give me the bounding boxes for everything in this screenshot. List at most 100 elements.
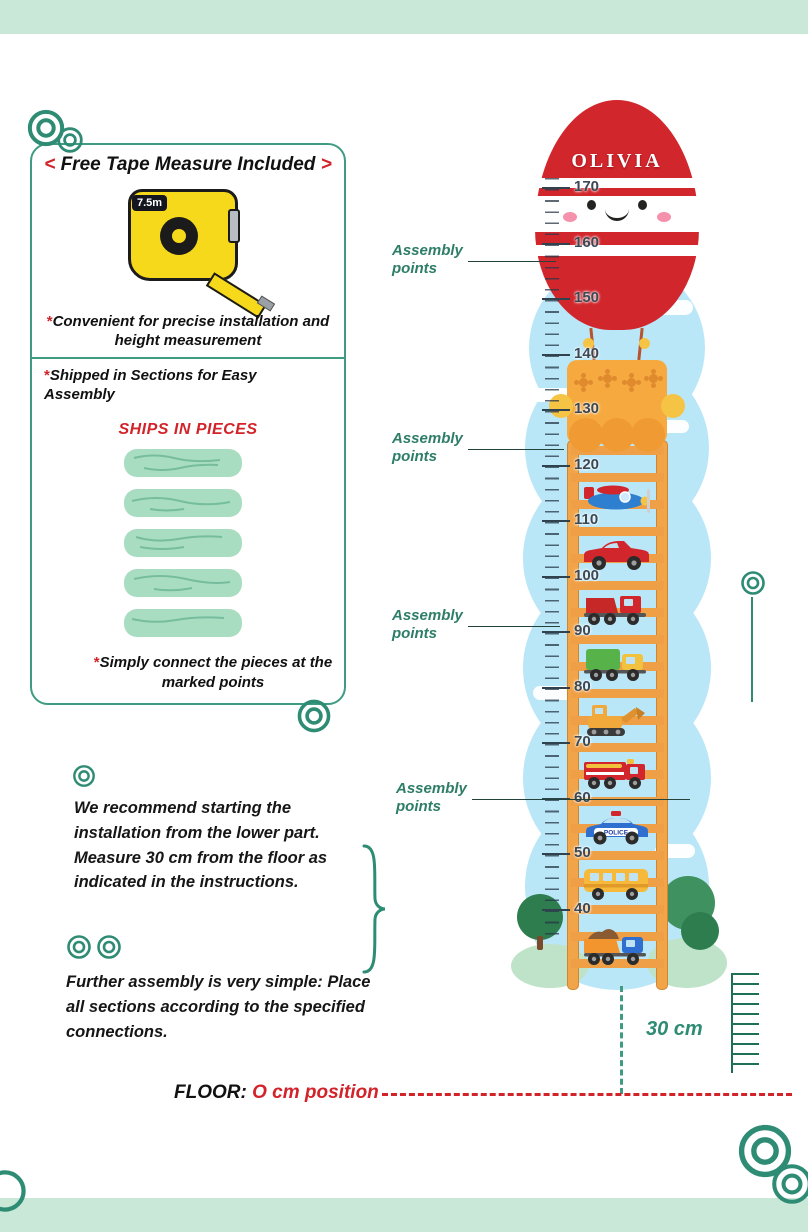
title-open-bracket: < (44, 154, 56, 175)
tape-measure-hub-center (172, 229, 186, 243)
ruler-major-tick (542, 742, 570, 745)
ruler-major-tick (542, 298, 570, 301)
assembly-label-line1: Assembly (392, 607, 463, 624)
chart-piece-plank (124, 609, 242, 637)
fire-truck-graphic (584, 759, 645, 789)
floor-offset-label: 30 cm (646, 1018, 703, 1040)
assembly-points-label-4: Assembly points (396, 780, 467, 816)
basket-scallop (600, 418, 634, 452)
assembly-label-line1: Assembly (396, 780, 467, 797)
ruler-number-row: 80 (542, 678, 622, 698)
top-mint-band (0, 0, 808, 34)
spiral-decoration (297, 699, 331, 733)
balloon-face-eye (638, 200, 647, 210)
assembly-callout-line-2 (468, 449, 564, 450)
ruler-number: 140 (574, 344, 600, 362)
ruler-major-tick (542, 575, 570, 578)
note-installation: We recommend starting the installation f… (74, 799, 328, 892)
ships-in-pieces-heading: SHIPS IN PIECES (118, 421, 258, 438)
ruler-number: 150 (574, 289, 600, 306)
ruler-number-row: 170 (542, 178, 622, 198)
police-text: POLICE (604, 830, 629, 837)
ruler-number-row: 70 (542, 733, 622, 753)
ruler-number-row: 140 (542, 345, 622, 365)
ruler-number: 130 (574, 400, 600, 417)
assembly-points-label-1: Assembly points (392, 242, 463, 278)
ruler-number-row: 160 (542, 234, 622, 254)
ruler-number: 70 (574, 733, 591, 750)
rope-knob (583, 338, 594, 349)
asterisk-mark: * (93, 654, 100, 671)
ruler-major-tick (542, 409, 570, 412)
assembly-callout-line-3 (468, 626, 560, 627)
floor-dashed-line (382, 1093, 792, 1096)
ruler-major-tick (542, 353, 570, 356)
spiral-decoration (738, 1124, 792, 1178)
asterisk-mark: * (44, 367, 50, 384)
spiral-decoration (0, 1170, 26, 1212)
tipper-truck-graphic (584, 928, 646, 965)
title-close-bracket: > (320, 154, 332, 175)
balloon-face-cheek (563, 212, 577, 222)
convertible-graphic (584, 541, 649, 570)
child-name: OLIVIA (571, 150, 663, 172)
note-assembly: Further assembly is very simple: Place a… (66, 973, 371, 1041)
info-point-3: *Simply connect the pieces at the marked… (92, 653, 334, 692)
assembly-label-line2: points (392, 448, 437, 465)
info-point-2: *Shipped in Sections for Easy Assembly (44, 367, 264, 405)
ruler-number-row: 130 (542, 400, 622, 420)
tree-trunk (537, 936, 543, 950)
school-bus-graphic (584, 869, 648, 900)
ruler-major-tick (542, 686, 570, 689)
ruler-number: 80 (574, 677, 591, 695)
assembly-callout-line-4 (472, 799, 690, 800)
police-car-graphic: POLICE (586, 811, 648, 845)
info-point-1: *Convenient for precise installation and… (42, 313, 334, 351)
info-point-3-text: Simply connect the pieces at the marked … (99, 654, 333, 691)
tape-measure-clip (228, 209, 240, 243)
floor-position-value: O cm position (252, 1082, 379, 1103)
title-text: Free Tape Measure Included (60, 154, 316, 175)
ruler-number: 40 (574, 899, 591, 917)
chart-piece-plank (124, 449, 242, 477)
ruler-major-tick (542, 631, 570, 634)
basket-scallop (569, 418, 603, 452)
spiral-decoration (772, 1164, 808, 1204)
assembly-points-label-2: Assembly points (392, 430, 463, 466)
bottom-mint-band (0, 1198, 808, 1232)
dump-truck-graphic (584, 596, 646, 625)
ruler-number-row: 40 (542, 900, 622, 920)
info-box-divider (32, 357, 344, 359)
ruler-number-row: 60 (542, 789, 622, 809)
floor-label-word: FLOOR: (174, 1082, 247, 1103)
curly-brace (362, 844, 386, 974)
balloon-face-smile (605, 204, 629, 221)
basket-scallop (631, 418, 665, 452)
ruler-number-row: 50 (542, 844, 622, 864)
ruler-number: 120 (574, 455, 600, 473)
ruler-number-row: 120 (542, 456, 622, 476)
ruler-number: 110 (574, 511, 599, 528)
tree (681, 912, 719, 950)
basket-flower (603, 374, 612, 383)
spiral-decoration (97, 935, 121, 959)
balloon-face-cheek (657, 212, 671, 222)
tape-measure-graphic: 7.5m (124, 187, 276, 319)
info-point-1-text: Convenient for precise installation and … (52, 313, 330, 349)
airplane-graphic (584, 485, 650, 513)
assembly-points-label-3: Assembly points (392, 607, 463, 643)
assembly-callout-line-1 (468, 261, 556, 262)
ruler-number: 170 (574, 178, 600, 195)
spiral-decoration (27, 109, 65, 147)
spiral-decoration (741, 571, 765, 595)
ruler-number-row: 110 (542, 511, 622, 531)
ruler-minor-ticks (545, 178, 559, 938)
chart-piece-plank (124, 489, 242, 517)
basket-flower (627, 378, 636, 387)
floor-offset-dashed-line (620, 986, 623, 1094)
info-point-2-text: Shipped in Sections for Easy Assembly (44, 367, 257, 403)
assembly-label-line2: points (392, 625, 437, 642)
basket-side-knob (661, 394, 685, 418)
ruler-major-tick (542, 520, 570, 523)
